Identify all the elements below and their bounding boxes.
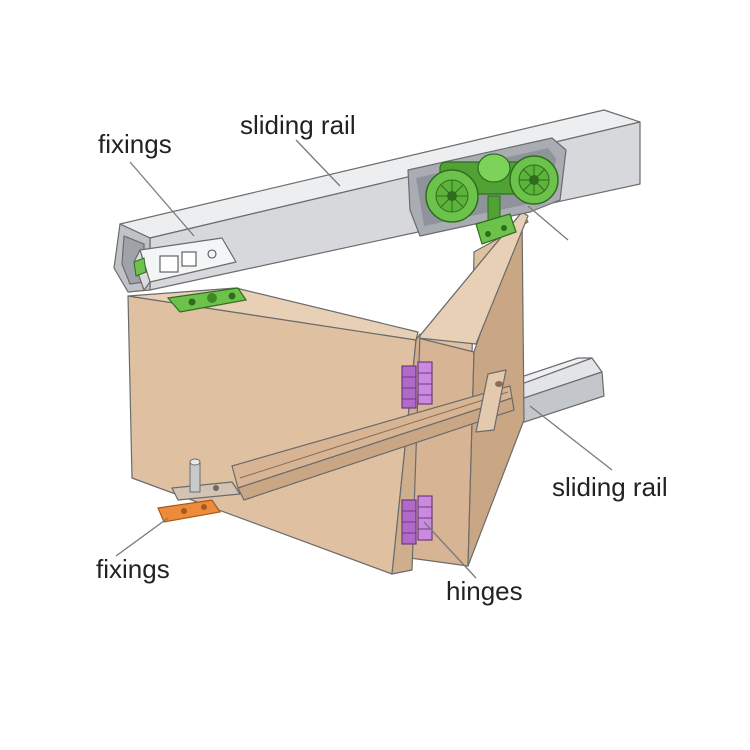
roller-trolley: [425, 153, 559, 245]
label-sliding-rail-bottom: sliding rail: [552, 472, 668, 502]
hinge-upper: [401, 361, 433, 409]
top-rail-end-fixing: [133, 237, 237, 291]
hinge-lower: [401, 495, 433, 545]
leader-sliding-rail-bottom: [529, 405, 613, 471]
leader-lines: [115, 139, 613, 579]
leader-fixings-bottom: [115, 517, 169, 557]
leader-fixings-top: [129, 161, 195, 237]
top-door-bracket: [166, 287, 248, 313]
label-fixings-top: fixings: [98, 129, 172, 159]
leader-sliding-rail-top: [295, 139, 341, 187]
left-door-panel: [127, 287, 421, 575]
leader-trolley: [527, 205, 569, 241]
guide-pivot-block: [475, 369, 507, 433]
roller-wheel-left: [425, 169, 479, 223]
label-hinges: hinges: [446, 576, 523, 606]
floor-guide-track: [231, 385, 515, 501]
leader-hinges: [423, 521, 477, 579]
roller-wheel-rear: [477, 153, 511, 183]
label-sliding-rail-top: sliding rail: [240, 110, 356, 140]
roller-wheel-right: [509, 155, 559, 205]
label-fixings-bottom: fixings: [96, 554, 170, 584]
bottom-pivot-fixing: [157, 458, 241, 523]
